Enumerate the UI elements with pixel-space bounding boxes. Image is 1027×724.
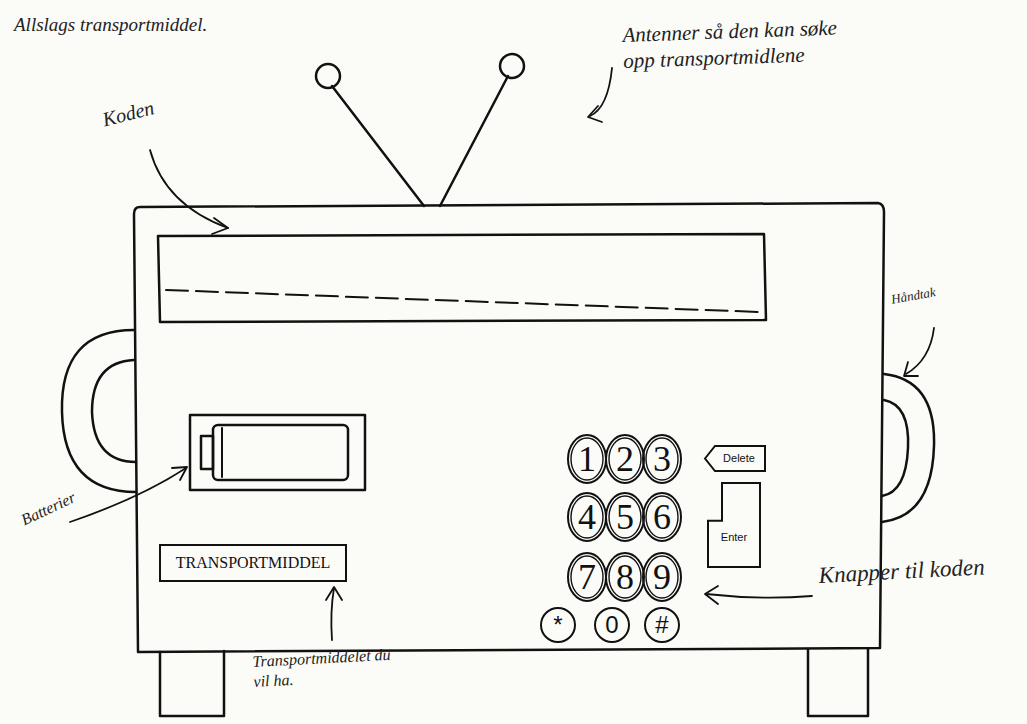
battery-tip — [201, 436, 213, 469]
key-button: 4 — [568, 493, 606, 541]
leader-line — [706, 594, 812, 598]
oval-outline — [568, 435, 606, 483]
oval-inner — [571, 438, 603, 480]
antenna — [332, 76, 508, 206]
leader-head — [172, 467, 187, 480]
key-button: 2 — [606, 435, 644, 483]
arrow-outline — [705, 446, 765, 471]
node-text: 2 — [616, 441, 634, 477]
handle — [882, 400, 908, 496]
oval-inner — [646, 556, 678, 598]
oval-inner — [646, 438, 678, 480]
leader-line — [70, 468, 186, 522]
oval-inner — [571, 496, 603, 538]
leader-lines — [70, 68, 934, 640]
callout-label: Transportmiddelet du vil ha. — [252, 645, 394, 692]
key-button: # — [645, 608, 679, 642]
device-body — [134, 203, 884, 652]
key-button: Enter — [708, 483, 760, 567]
node-text: 4 — [578, 499, 596, 535]
node-text: # — [655, 613, 668, 637]
oval-outline — [606, 553, 644, 601]
oval-outline — [606, 435, 644, 483]
leader-head — [904, 362, 918, 376]
leader-head — [705, 586, 718, 604]
oval-outline — [643, 493, 681, 541]
rect-outline — [160, 545, 346, 581]
display-box: TRANSPORTMIDDEL — [160, 545, 346, 581]
enter-outline — [708, 483, 760, 567]
oval-outline — [643, 435, 681, 483]
node-text: 8 — [616, 559, 634, 595]
key-button: 9 — [643, 553, 681, 601]
callout-label: Knapper til koden — [818, 553, 989, 591]
node-text: 0 — [605, 613, 618, 637]
callout-label: Håndtak — [890, 280, 962, 308]
oval-outline — [606, 493, 644, 541]
code-window — [158, 234, 766, 322]
antenna-ball — [500, 54, 524, 78]
oval-inner — [609, 556, 641, 598]
title: Allslags transportmiddel. — [14, 14, 207, 36]
antenna-ball — [316, 64, 340, 88]
oval-outline — [595, 608, 629, 642]
leader-line — [590, 68, 612, 116]
node-text: 9 — [653, 559, 671, 595]
node-outline — [708, 483, 760, 567]
oval-outline — [541, 608, 575, 642]
node-text: TRANSPORTMIDDEL — [176, 555, 331, 571]
node-text: 7 — [578, 559, 596, 595]
node-text: 1 — [578, 441, 596, 477]
leader-line — [150, 150, 228, 228]
leg — [160, 651, 224, 716]
key-button: 1 — [568, 435, 606, 483]
key-button: 6 — [643, 493, 681, 541]
leader-line — [331, 588, 334, 640]
oval-outline — [568, 553, 606, 601]
oval-outline — [645, 608, 679, 642]
node-text: * — [553, 613, 562, 637]
code-dashes — [166, 290, 760, 312]
leader-line — [906, 328, 934, 374]
oval-inner — [571, 556, 603, 598]
key-button: Delete — [705, 446, 765, 471]
battery-band — [221, 428, 223, 477]
callout-label: Koden — [100, 86, 193, 132]
key-button: * — [541, 608, 575, 642]
oval-outline — [643, 553, 681, 601]
oval-inner — [609, 496, 641, 538]
key-button: 7 — [568, 553, 606, 601]
node-text: Enter — [721, 532, 747, 543]
key-button: 8 — [606, 553, 644, 601]
callout-label: Batterier — [18, 474, 108, 530]
handle — [62, 330, 136, 492]
leader-head — [326, 587, 342, 600]
leader-head — [212, 218, 228, 234]
key-button: 0 — [595, 608, 629, 642]
handle — [92, 360, 136, 462]
oval-outline — [568, 493, 606, 541]
oval-inner — [609, 438, 641, 480]
battery — [213, 425, 348, 480]
node-text: 5 — [616, 499, 634, 535]
key-button: 3 — [643, 435, 681, 483]
leader-head — [588, 106, 602, 122]
node-text: Delete — [723, 453, 755, 464]
battery-slot — [190, 415, 365, 490]
callout-label: Antenner så den kan søke opp transportmi… — [622, 14, 854, 74]
node-text: 6 — [653, 499, 671, 535]
oval-inner — [646, 496, 678, 538]
key-button: 5 — [606, 493, 644, 541]
node-text: 3 — [653, 441, 671, 477]
handle — [882, 374, 934, 522]
leg — [808, 649, 868, 716]
